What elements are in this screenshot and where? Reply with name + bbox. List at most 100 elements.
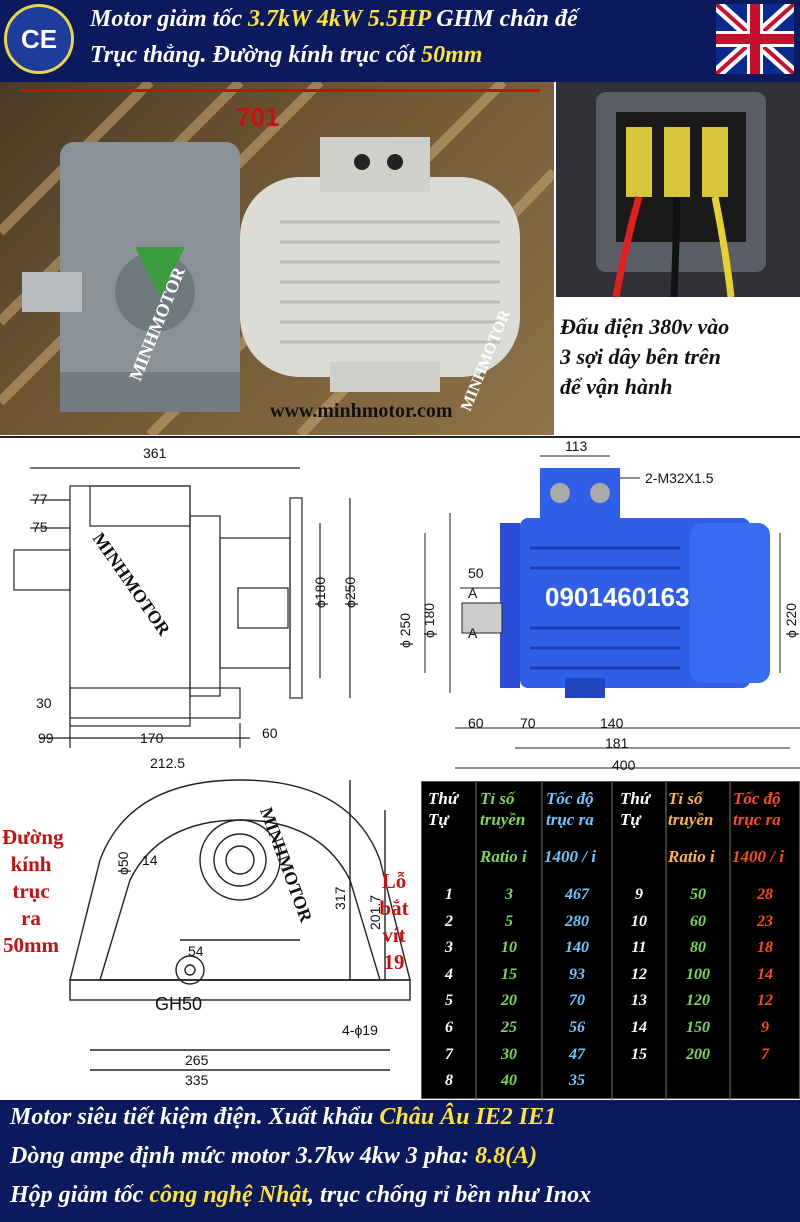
table-cell: 6 xyxy=(445,1019,453,1036)
table-cell: 7 xyxy=(761,1045,769,1063)
dim-phi180: ϕ 180 xyxy=(421,603,437,638)
table-cell: 15 xyxy=(631,1045,647,1063)
website-url: www.minhmotor.com xyxy=(270,400,453,422)
dimension-701-label: 701 xyxy=(236,102,280,132)
dim-70: 70 xyxy=(520,715,536,731)
dim-14: 14 xyxy=(142,852,158,868)
table-cell: 12 xyxy=(631,965,647,983)
side-view-drawing: 361 77 75 30 99 170 212.5 60 ϕ180 ϕ250 M… xyxy=(13,445,358,771)
table-cell: 5 xyxy=(505,912,513,930)
ce-mark-logo: CE xyxy=(4,4,74,74)
header-banner: CE Motor giảm tốc 3.7kW 4kW 5.5HP GHM ch… xyxy=(0,0,800,82)
table-cell: 80 xyxy=(690,939,706,957)
header-ratio-unit-right: Ratio i xyxy=(668,847,715,866)
dim-phi250: ϕ 250 xyxy=(400,613,413,648)
table-cell: 28 xyxy=(757,886,773,903)
table-cell: 9 xyxy=(635,886,643,903)
table-cell: 7 xyxy=(445,1045,453,1063)
dim-50: 50 xyxy=(468,565,484,581)
table-cell: 25 xyxy=(501,1019,517,1036)
dim-75: 75 xyxy=(32,519,48,535)
footer-line2: Dòng ampe định mức motor 3.7kw 4kw 3 pha… xyxy=(10,1143,538,1169)
label-a-bottom: A xyxy=(468,625,478,641)
phone-number: 0901460163 xyxy=(545,582,690,612)
motor-photo: MINHMOTOR MINHMOTOR 701 www.minhmotor.co… xyxy=(0,82,554,435)
motor-dimension-drawing: 113 2-M32X1.5 50 A A ϕ 250 ϕ 180 ϕ 220 6… xyxy=(400,438,800,773)
shaft-note-l1: Đường xyxy=(2,825,64,849)
dim-30: 30 xyxy=(36,695,52,711)
table-cell: 18 xyxy=(757,939,773,957)
table-cell: 3 xyxy=(505,886,513,903)
dim-181: 181 xyxy=(605,735,629,751)
table-cell: 120 xyxy=(686,992,710,1010)
table-cell: 93 xyxy=(569,965,585,983)
dim-317: 317 xyxy=(332,886,348,910)
dim-99: 99 xyxy=(38,730,54,746)
table-cell: 5 xyxy=(445,992,453,1010)
uk-flag-icon xyxy=(716,4,794,74)
dimension-arrow xyxy=(20,89,540,92)
table-cell: 2 xyxy=(445,912,453,930)
table-cell: 1 xyxy=(445,886,453,903)
terminal-note-line3: để vận hành xyxy=(560,374,673,399)
shaft-note-l5: 50mm xyxy=(3,933,59,957)
header-title-line2: Trục thẳng. Đường kính trục cốt 50mm xyxy=(90,42,483,68)
table-cell: 13 xyxy=(631,992,647,1010)
shaft-note-l4: ra xyxy=(21,906,41,930)
dim-phi250: ϕ250 xyxy=(342,577,358,608)
front-view-drawing: ϕ50 14 54 317 201.7 265 335 4-ϕ19 GH50 M… xyxy=(69,779,411,1088)
table-cell: 60 xyxy=(690,912,706,930)
header-ratio-unit-left: Ratio i xyxy=(480,847,527,866)
table-cell: 47 xyxy=(569,1045,585,1063)
footer-line1: Motor siêu tiết kiệm điện. Xuất khẩu Châ… xyxy=(10,1104,557,1130)
table-cell: 14 xyxy=(631,1019,647,1036)
dim-400: 400 xyxy=(612,757,636,773)
dim-54: 54 xyxy=(188,943,204,959)
table-cell: 15 xyxy=(501,965,517,983)
header-speed-unit-left: 1400 / i xyxy=(544,847,596,866)
dim-4-phi19: 4-ϕ19 xyxy=(342,1022,378,1038)
dim-113: 113 xyxy=(565,438,588,454)
dim-170: 170 xyxy=(140,730,164,746)
table-cell: 150 xyxy=(686,1019,710,1036)
terminal-note: Đấu điện 380v vào 3 sợi dây bên trên để … xyxy=(560,312,800,402)
dim-335: 335 xyxy=(185,1072,209,1088)
model-gh50: GH50 xyxy=(155,994,202,1014)
dim-201-7: 201.7 xyxy=(367,895,383,930)
label-cable-gland: 2-M32X1.5 xyxy=(645,470,714,486)
dim-140: 140 xyxy=(600,715,624,731)
table-cell: 10 xyxy=(501,939,517,957)
table-cell: 35 xyxy=(569,1072,585,1090)
table-cell: 40 xyxy=(501,1072,517,1090)
label-a-top: A xyxy=(468,585,478,601)
dim-77: 77 xyxy=(32,491,48,507)
bolt-note-l3: vít xyxy=(382,923,406,947)
drawing-watermark: MINHMOTOR xyxy=(89,529,175,640)
table-cell: 12 xyxy=(757,992,773,1010)
table-cell: 11 xyxy=(631,939,647,957)
footer-line3: Hộp giảm tốc công nghệ Nhật, trục chống … xyxy=(10,1182,592,1208)
table-cell: 3 xyxy=(445,939,453,957)
header-title-line1: Motor giảm tốc 3.7kW 4kW 5.5HP GHM chân … xyxy=(90,6,578,32)
table-cell: 100 xyxy=(686,965,710,983)
table-cell: 70 xyxy=(569,992,585,1010)
table-cell: 9 xyxy=(761,1019,769,1036)
table-cell: 14 xyxy=(757,965,773,983)
dim-phi50: ϕ50 xyxy=(115,851,131,875)
table-cell: 140 xyxy=(565,939,589,957)
footer-banner: Motor siêu tiết kiệm điện. Xuất khẩu Châ… xyxy=(0,1100,800,1222)
dim-60: 60 xyxy=(262,725,278,741)
dim-phi180: ϕ180 xyxy=(312,577,328,608)
terminal-note-line1: Đấu điện 380v vào xyxy=(560,314,730,339)
dim-60: 60 xyxy=(468,715,484,731)
shaft-diameter-note: Đường kính trục ra 50mm xyxy=(2,824,64,959)
dim-phi220: ϕ 220 xyxy=(783,603,799,638)
table-cell: 30 xyxy=(501,1045,517,1063)
dim-212-5: 212.5 xyxy=(150,755,185,771)
